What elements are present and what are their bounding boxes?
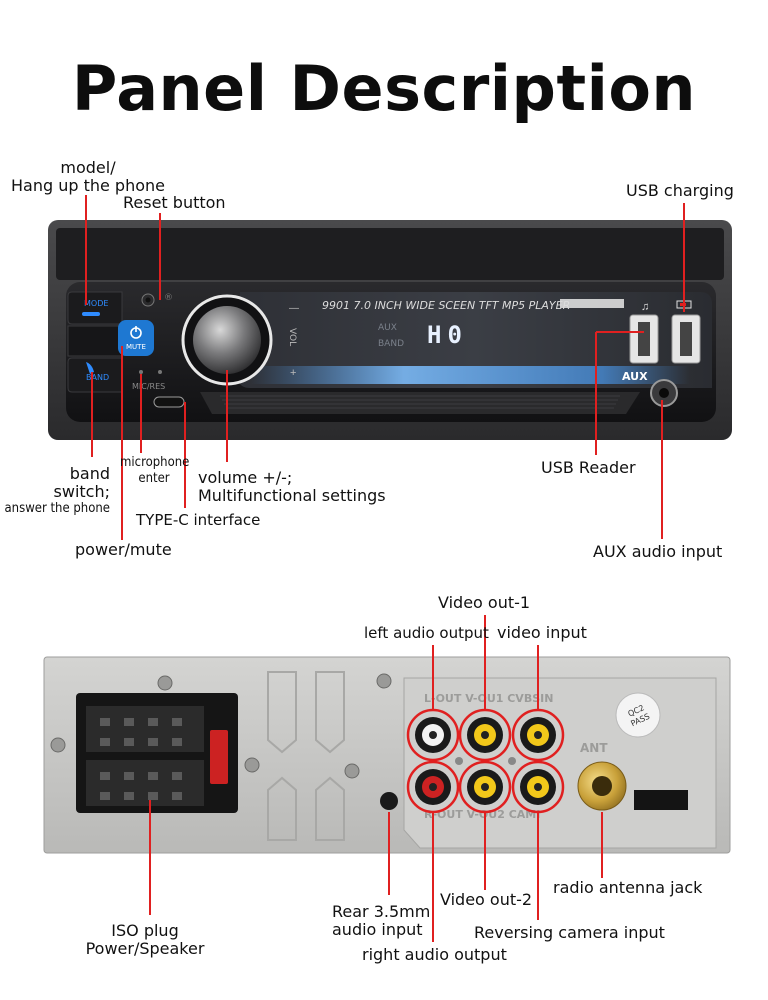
label-rear-audio-input: Rear 3.5mm audio input [332, 903, 430, 939]
svg-text:L-OUT V-OU1 CVBSIN: L-OUT V-OU1 CVBSIN [424, 692, 553, 705]
front-panel: 9901 7.0 INCH WIDE SCEEN TFT MP5 PLAYER … [48, 220, 732, 440]
rca-reversing-camera [511, 760, 565, 814]
qc-pass-sticker [615, 692, 661, 738]
label-band-line1: band [69, 464, 110, 483]
label-model-line1: model/ [60, 158, 116, 177]
svg-text:+: + [290, 367, 296, 379]
label-usb-reader: USB Reader [541, 458, 636, 477]
rca-video-out-1 [458, 708, 512, 762]
rear-3-5mm-jack [380, 792, 398, 810]
label-iso-line1: ISO plug [111, 921, 179, 940]
display-title: 9901 7.0 INCH WIDE SCEEN TFT MP5 PLAYER [322, 299, 570, 312]
rca-right-audio [406, 760, 460, 814]
label-rear-line1: Rear 3.5mm [332, 902, 431, 921]
svg-text:BAND: BAND [86, 373, 109, 382]
svg-text:AUX: AUX [378, 323, 397, 333]
label-right-audio-output: right audio output [362, 945, 507, 964]
label-band-line3: answer the phone [4, 501, 110, 516]
label-type-c: TYPE-C interface [136, 511, 261, 529]
svg-text:®: ® [164, 293, 173, 303]
label-model: model/ Hang up the phone [8, 159, 168, 195]
label-band-line2: switch; [53, 482, 110, 501]
music-note-icon: ♫ [641, 301, 649, 313]
svg-text:MIC/RES: MIC/RES [132, 382, 165, 391]
rca-video-input [511, 708, 565, 762]
rca-video-out-2 [458, 760, 512, 814]
front-callout-lines [85, 195, 685, 540]
label-aux-input: AUX audio input [593, 542, 723, 561]
label-volume-line1: volume +/-; [198, 468, 293, 487]
label-radio-antenna: radio antenna jack [553, 878, 703, 897]
rca-left-audio [406, 708, 460, 762]
label-video-out-1: Video out-1 [438, 593, 531, 612]
display-readout: H0 [427, 321, 468, 349]
label-left-audio-output: left audio output [364, 624, 489, 642]
label-iso-plug: ISO plug Power/Speaker [70, 922, 220, 958]
label-iso-line2: Power/Speaker [85, 939, 205, 958]
rear-callout-lines [149, 615, 603, 942]
label-mic-line1: microphone [120, 455, 190, 470]
type-c-port [153, 396, 185, 408]
svg-text:R-OUT V-OU2 CAMI: R-OUT V-OU2 CAMI [424, 808, 540, 821]
label-volume: volume +/-; Multifunctional settings [198, 469, 386, 505]
svg-text:MUTE: MUTE [126, 343, 146, 351]
label-mic-line2: enter [138, 471, 170, 486]
label-model-line2: Hang up the phone [10, 176, 165, 195]
svg-text:MODE: MODE [84, 299, 108, 308]
page-title: Panel Description [71, 52, 697, 125]
label-video-input: video input [497, 623, 587, 642]
svg-text:BAND: BAND [378, 339, 404, 349]
label-reset-button: Reset button [123, 193, 226, 212]
svg-text:ANT: ANT [580, 741, 608, 755]
label-power-mute: power/mute [75, 540, 172, 559]
svg-text:AUX: AUX [622, 370, 648, 383]
label-usb-charging: USB charging [626, 181, 734, 200]
label-rear-line2: audio input [332, 920, 423, 939]
svg-text:VOL: VOL [287, 328, 297, 346]
label-video-out-2: Video out-2 [440, 890, 533, 909]
label-microphone: microphone enter [120, 455, 190, 487]
rear-panel: L-OUT V-OU1 CVBSIN R-OUT V-OU2 CAMI [43, 656, 731, 854]
svg-text:—: — [289, 303, 299, 314]
label-band-switch: band switch; answer the phone [2, 465, 110, 517]
label-volume-line2: Multifunctional settings [198, 486, 386, 505]
label-reversing-camera: Reversing camera input [474, 923, 665, 942]
